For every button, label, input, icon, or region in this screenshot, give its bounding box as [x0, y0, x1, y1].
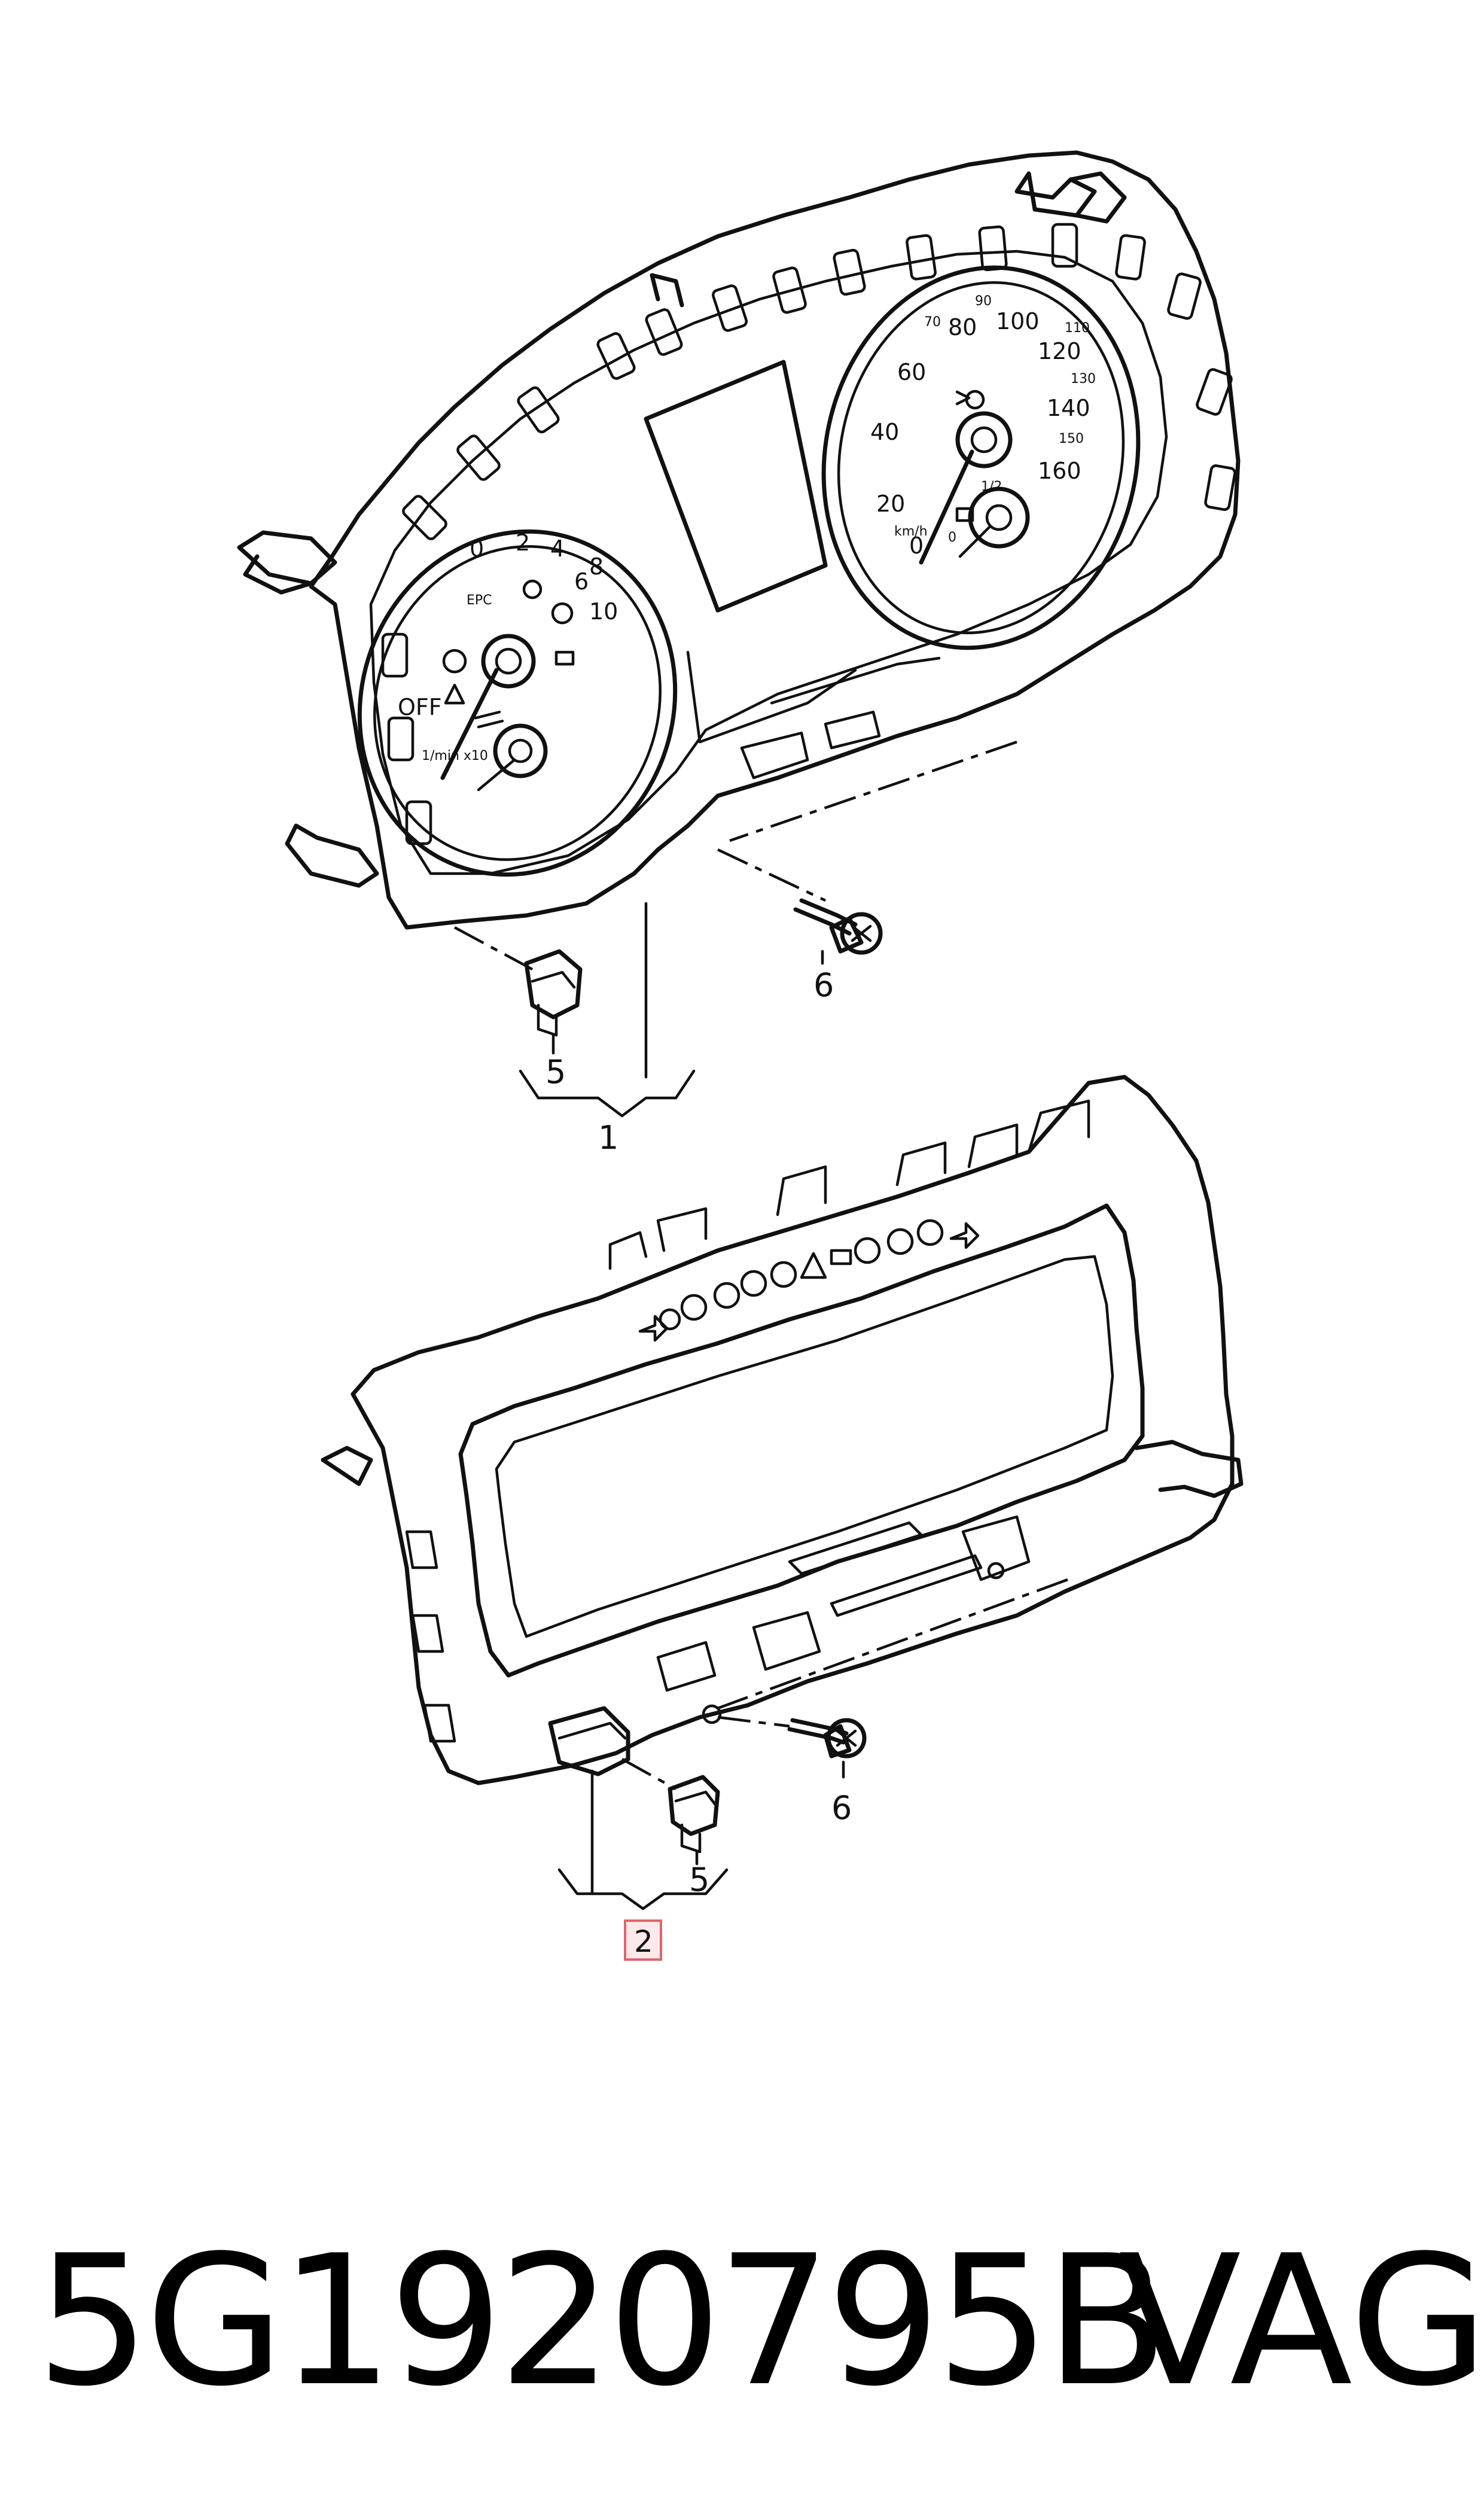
glow-plug-icon — [680, 1294, 708, 1321]
screw-upper — [793, 898, 883, 955]
speed-unit-label: km/h — [894, 524, 928, 539]
abs-icon — [886, 1228, 914, 1255]
turn-right-arrow-icon — [949, 1222, 980, 1249]
callout-5-lower: 5 — [689, 1861, 709, 1899]
brake-warning-icon — [916, 1219, 944, 1246]
lamp-icon — [554, 650, 575, 666]
assembly-line — [717, 848, 826, 902]
analog-instrument-cluster: 0 2 4 6 8 10 OFF EPC 1/min x10 — [237, 150, 1241, 930]
clip-lower — [668, 1775, 720, 1854]
engine-check-icon — [830, 1249, 852, 1265]
housing-top-ribs — [608, 1099, 1090, 1270]
fuel-pump-icon — [955, 507, 974, 522]
housing-mounting-tabs — [381, 223, 1236, 845]
tachometer-dial: 0 2 4 6 8 10 OFF EPC 1/min x10 — [357, 529, 678, 877]
cluster-mount-brackets — [237, 171, 1127, 888]
callout-2: 2 — [634, 1924, 653, 1959]
callout-1: 1 — [598, 1119, 618, 1157]
glow-plug-icon — [474, 710, 504, 729]
speed-minor-tick-150: 150 — [1059, 431, 1084, 446]
speed-tick-140: 140 — [1047, 395, 1090, 421]
callout-6-upper: 6 — [813, 966, 834, 1004]
speed-tick-0: 0 — [909, 533, 924, 559]
speedometer-dial: 0 20 40 60 80 100 120 140 160 70 90 110 … — [821, 265, 1141, 650]
tach-hub — [481, 634, 536, 689]
speed-minor-tick-70: 70 — [924, 315, 941, 330]
screw-lower — [787, 1718, 867, 1759]
assembly-line — [453, 926, 534, 971]
callout-2-box[interactable] — [624, 1919, 662, 1961]
turn-left-arrow-icon — [638, 1315, 669, 1342]
assembly-line — [729, 740, 1017, 842]
speed-minor-tick-130: 130 — [1071, 372, 1096, 387]
speed-tick-40: 40 — [870, 419, 899, 445]
assembly-line — [717, 1715, 790, 1728]
speed-hub — [955, 411, 1013, 468]
callout-2-highlight[interactable]: 2 — [624, 1919, 662, 1961]
tach-tick-8: 8 — [589, 553, 604, 580]
callout-5-upper: 5 — [546, 1053, 566, 1091]
clip-upper — [524, 949, 583, 1037]
fuel-low-label: 0 — [948, 530, 956, 545]
tach-epc-label: EPC — [467, 593, 492, 608]
tach-tick-4: 4 — [550, 536, 565, 562]
tach-tick-2: 2 — [516, 530, 530, 556]
upper-screw-boss — [740, 710, 881, 780]
fog-lamp-icon — [955, 390, 971, 406]
speed-tick-80: 80 — [948, 314, 977, 340]
housing-bottom-details — [548, 1515, 1031, 1776]
airbag-icon — [740, 1270, 767, 1297]
speed-tick-120: 120 — [1038, 338, 1081, 364]
upper-leader-lines — [519, 902, 824, 1118]
speed-tick-100: 100 — [996, 308, 1040, 334]
tach-tick-6: 6 — [574, 568, 589, 595]
brand-name: VAG — [1119, 2217, 1484, 2426]
hazard-warning-icon — [800, 1252, 827, 1279]
speed-minor-tick-110: 110 — [1065, 321, 1090, 336]
assembly-line — [621, 1758, 677, 1790]
tire-pressure-icon — [442, 649, 467, 674]
telltale-strip — [638, 1219, 980, 1342]
center-display — [644, 360, 941, 744]
tach-off-label: OFF — [398, 694, 442, 720]
screw-hole — [987, 1562, 1005, 1580]
warning-lamp-icon — [965, 390, 985, 410]
callout-6-lower: 6 — [831, 1789, 852, 1827]
tach-tick-0: 0 — [470, 536, 484, 562]
tach-sub-gauge — [493, 723, 548, 778]
part-number: 5G1920795B — [36, 2217, 1168, 2426]
assembly-line — [717, 1578, 1068, 1710]
seatbelt-icon — [659, 1308, 681, 1331]
digital-instrument-cluster — [321, 1075, 1244, 1785]
parking-brake-icon — [770, 1261, 797, 1288]
fuel-half-label: 1/2 — [981, 479, 1002, 494]
fuel-sub-gauge — [968, 486, 1030, 549]
traction-control-icon — [854, 1237, 881, 1264]
seatbelt-icon — [444, 683, 465, 705]
speed-tick-20: 20 — [876, 491, 905, 517]
brake-icon — [713, 1282, 741, 1309]
speed-tick-60: 60 — [897, 359, 926, 385]
speed-tick-160: 160 — [1038, 458, 1081, 484]
left-brackets — [321, 1446, 456, 1743]
tach-tick-10: 10 — [589, 598, 618, 625]
warning-lamp-icon — [522, 579, 543, 600]
warning-lamp-icon — [551, 602, 574, 625]
speed-minor-tick-90: 90 — [975, 294, 992, 309]
screw-hole — [702, 1704, 722, 1724]
lower-leader-lines — [557, 1760, 845, 1910]
right-bracket — [1134, 1440, 1244, 1498]
